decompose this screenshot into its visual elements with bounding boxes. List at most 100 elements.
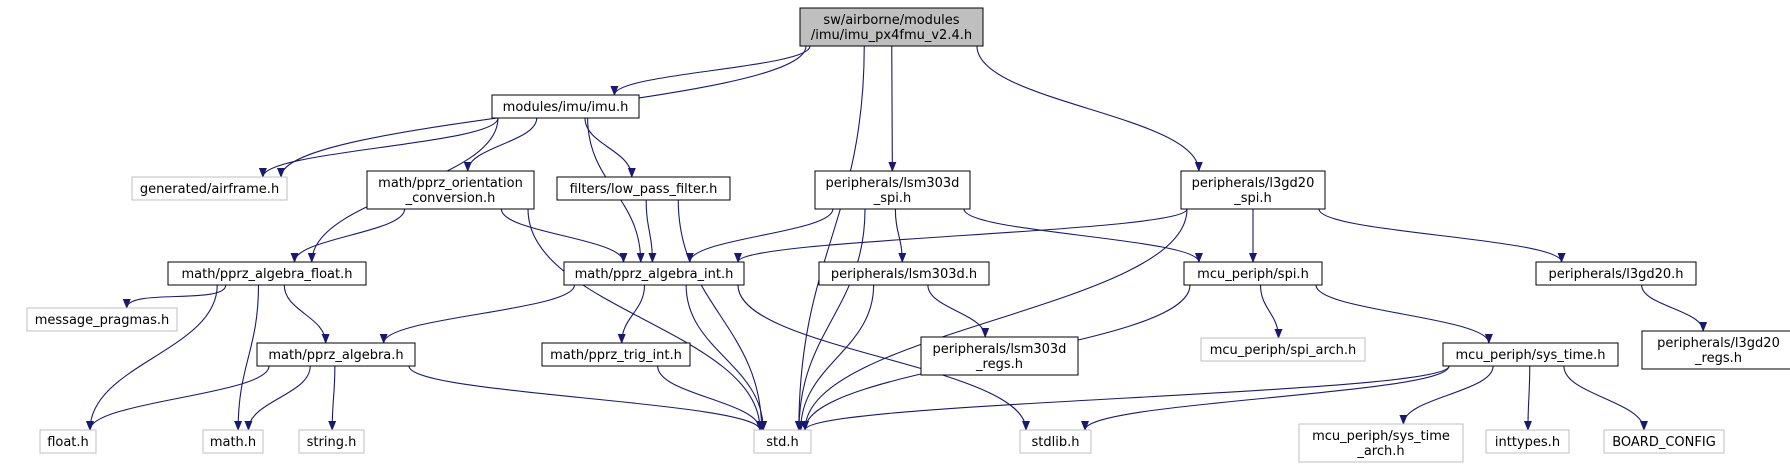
edge-imu-to-lpf [584,117,636,178]
node-box [39,429,97,454]
edge-alg-int-to-stdlib-h [737,284,1030,431]
node-box [167,261,367,286]
node-root[interactable]: sw/airborne/modules/imu/imu_px4fmu_v2.4.… [799,7,984,47]
node-alg-int[interactable]: math/pprz_algebra_int.h [563,261,745,286]
node-box [1485,429,1570,454]
edge-l3gd20-spi-to-alg-int [734,208,1188,263]
node-label-line: math/pprz_orientation [378,176,523,191]
edge-lsm303d-spi-to-spi [963,208,1203,263]
node-label-line: string.h [307,435,357,450]
node-sys-time[interactable]: mcu_periph/sys_time.h [1442,342,1619,367]
node-label-line: message_pragmas.h [35,313,170,328]
node-box [366,170,535,210]
edge-lsm303d-to-std-h [796,284,875,431]
edges-layer [86,45,1708,431]
edge-trig-int-to-std-h [657,365,764,431]
edge-orient-to-alg-int [500,208,628,263]
node-alg-float[interactable]: math/pprz_algebra_float.h [167,261,367,286]
node-box [1603,429,1725,454]
node-string-h: string.h [298,429,365,454]
edge-l3gd20-spi-to-std-h [801,208,1188,431]
node-box [256,342,416,367]
node-std-h: std.h [753,429,812,454]
node-label-line: _spi.h [873,191,912,206]
edge-sys-time-to-sys-time-arch [1399,365,1494,425]
edge-spi-to-sys-time [1315,284,1493,344]
node-box [541,342,691,367]
edge-alg-to-float-h [86,365,270,431]
node-box [26,307,178,332]
edge-alg-to-string-h [328,365,337,431]
edge-sys-time-to-board-config [1563,365,1648,431]
node-lsm303d-regs[interactable]: peripherals/lsm303d_regs.h [920,336,1079,376]
edge-root-to-std-h [794,45,865,431]
node-l3gd20[interactable]: peripherals/l3gd20.h [1535,261,1697,286]
edge-alg-int-to-alg [379,284,576,344]
node-trig-int[interactable]: math/pprz_trig_int.h [541,342,691,367]
node-l3gd20-spi[interactable]: peripherals/l3gd20_spi.h [1180,170,1326,210]
node-msg-pragmas: message_pragmas.h [26,307,178,332]
edge-root-to-imu [610,45,811,96]
node-label-line: _arch.h [1356,444,1404,459]
node-lpf[interactable]: filters/low_pass_filter.h [556,176,731,201]
edge-alg-to-math-h [244,365,311,431]
node-label-line: math.h [210,435,256,450]
node-label-line: stdlib.h [1032,435,1080,450]
node-box [814,170,971,210]
node-box [818,261,990,286]
node-label-line: BOARD_CONFIG [1612,435,1716,450]
node-box [1180,170,1326,210]
edge-l3gd20-to-l3gd20-regs [1641,284,1708,332]
edge-lsm303d-spi-to-lsm303d [894,208,907,263]
node-alg[interactable]: math/pprz_algebra.h [256,342,416,367]
node-orient[interactable]: math/pprz_orientation_conversion.h [366,170,535,210]
node-label-line: peripherals/l3gd20 [1192,176,1315,191]
edge-orient-to-alg-float [290,208,406,263]
edge-sys-time-to-stdlib-h [1081,365,1450,431]
edge-alg-float-to-msg-pragmas [122,284,227,309]
edge-lpf-to-std-h [677,199,766,431]
node-box [563,261,745,286]
node-box [1298,423,1464,463]
node-label-line: peripherals/l3gd20.h [1548,267,1683,282]
edge-imu-to-airframe [258,117,499,178]
node-label-line: sw/airborne/modules [823,13,959,28]
node-stdlib-h: stdlib.h [1019,429,1092,454]
node-imu[interactable]: modules/imu/imu.h [491,94,640,119]
edge-orient-to-std-h [527,208,764,431]
edge-imu-to-orient [463,117,538,172]
edge-l3gd20-spi-to-l3gd20 [1318,208,1566,263]
node-lsm303d-spi[interactable]: peripherals/lsm303d_spi.h [814,170,971,210]
node-float-h: float.h [39,429,97,454]
node-spi-arch: mcu_periph/spi_arch.h [1200,337,1366,362]
node-label-line: peripherals/l3gd20 [1657,336,1780,351]
node-spi[interactable]: mcu_periph/spi.h [1183,261,1323,286]
edge-alg-float-to-float-h [86,284,218,431]
edge-alg-float-to-math-h [234,284,260,431]
edge-lpf-to-alg-int [645,199,657,263]
node-label-line: math/pprz_algebra_int.h [575,267,734,282]
node-box [298,429,365,454]
node-label-line: _regs.h [975,357,1023,372]
node-label-line: _regs.h [1694,351,1742,366]
node-label-line: _conversion.h [405,191,496,206]
edge-lsm303d-to-lsm303d-regs [927,284,990,338]
node-box [753,429,812,454]
node-box [1535,261,1697,286]
node-label-line: mcu_periph/sys_time [1312,429,1450,444]
node-box [1183,261,1323,286]
node-l3gd20-regs[interactable]: peripherals/l3gd20_regs.h [1641,330,1790,370]
node-box [491,94,640,119]
node-label-line: /imu/imu_px4fmu_v2.4.h [811,28,972,43]
node-label-line: _spi.h [1233,191,1272,206]
node-label-line: std.h [766,435,799,450]
node-label-line: mcu_periph/sys_time.h [1455,348,1605,363]
node-label-line: peripherals/lsm303d [933,342,1067,357]
edge-lsm303d-spi-to-alg-int [685,208,834,263]
node-sys-time-arch: mcu_periph/sys_time_arch.h [1298,423,1464,463]
edge-spi-to-spi-arch [1259,284,1283,339]
node-lsm303d[interactable]: peripherals/lsm303d.h [818,261,990,286]
node-label-line: modules/imu/imu.h [503,100,629,115]
node-box [1200,337,1366,362]
